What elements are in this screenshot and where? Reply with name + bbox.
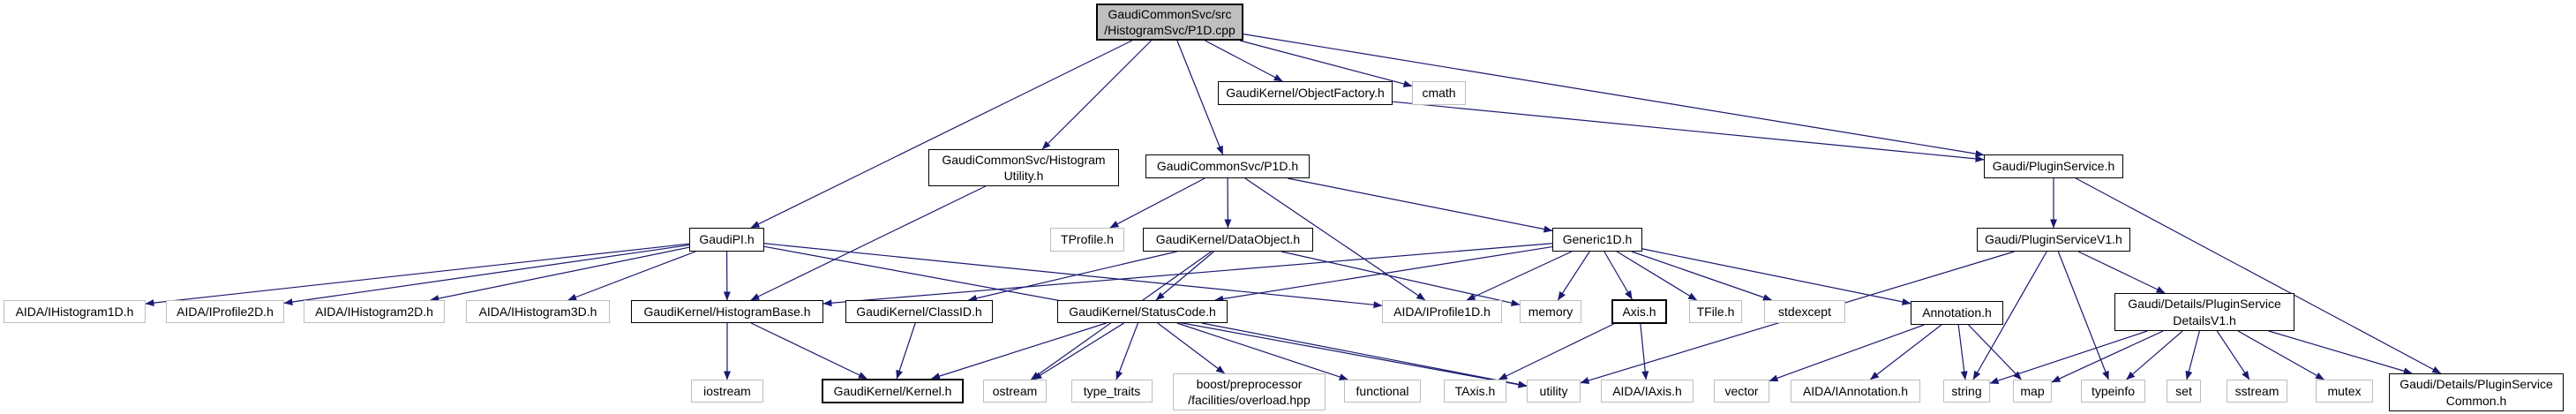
node-pluginservice[interactable]: Gaudi/PluginService.h: [1984, 154, 2123, 178]
edge-gaudipi-to-ihist3d: [567, 251, 696, 301]
node-histbase[interactable]: GaudiKernel/HistogramBase.h: [631, 300, 823, 323]
edge-statuscode-to-kernel: [931, 322, 1107, 380]
node-cmath[interactable]: cmath: [1412, 81, 1466, 105]
node-memory[interactable]: memory: [1520, 300, 1581, 323]
node-gaudipi[interactable]: GaudiPI.h: [689, 228, 764, 252]
edge-annotation-to-vector: [1769, 324, 1925, 382]
node-stdexcept[interactable]: stdexcept: [1764, 300, 1845, 323]
node-root[interactable]: GaudiCommonSvc/src /HistogramSvc/P1D.cpp: [1096, 4, 1243, 41]
edge-gaudipi-to-iprofile2d: [283, 244, 690, 306]
edge-gaudipi-to-ihist2d: [430, 246, 690, 303]
edge-root-to-p1dh: [1176, 40, 1224, 155]
edge-dataobject-to-memory: [1280, 251, 1521, 307]
node-iostream[interactable]: iostream: [691, 380, 763, 403]
node-ihist1d[interactable]: AIDA/IHistogram1D.h: [4, 300, 146, 323]
node-pluginservicev1[interactable]: Gaudi/PluginServiceV1.h: [1977, 228, 2130, 252]
edge-statuscode-to-ostream: [1033, 322, 1124, 380]
edge-pluginservicev1-to-typeinfo: [2057, 251, 2109, 380]
edge-statuscode-to-typetraits: [1115, 322, 1139, 380]
node-classid[interactable]: GaudiKernel/ClassID.h: [845, 300, 993, 323]
edge-detailsv1-to-mutex: [2237, 330, 2324, 380]
edge-pluginservice-to-pscommon: [2075, 177, 2442, 374]
node-iprofile1d[interactable]: AIDA/IProfile1D.h: [1382, 300, 1502, 323]
edge-detailsv1-to-set: [2185, 330, 2200, 380]
edge-annotation-to-map: [1968, 324, 2022, 380]
node-map[interactable]: map: [2013, 380, 2052, 403]
edge-annotation-to-string: [1957, 324, 1968, 380]
node-statuscode[interactable]: GaudiKernel/StatusCode.h: [1057, 300, 1228, 323]
node-annotation[interactable]: Annotation.h: [1911, 301, 2003, 325]
edge-gaudipi-to-iprofile1d: [763, 243, 1383, 309]
node-iannotation[interactable]: AIDA/IAnnotation.h: [1791, 380, 1920, 403]
edge-annotation-to-iannotation: [1869, 324, 1942, 380]
edge-p1dh-to-generic1d: [1288, 177, 1553, 233]
node-taxis[interactable]: TAxis.h: [1444, 380, 1506, 403]
edge-root-to-histutil: [1041, 40, 1152, 150]
edge-root-to-objfactory: [1205, 40, 1283, 82]
node-set[interactable]: set: [2167, 380, 2201, 403]
edge-root-to-cmath: [1239, 40, 1413, 87]
node-boostoverload[interactable]: boost/preprocessor /facilities/overload.…: [1173, 373, 1326, 410]
node-functional[interactable]: functional: [1344, 380, 1421, 403]
edge-histutil-to-histbase: [750, 185, 986, 301]
node-typetraits[interactable]: type_traits: [1071, 380, 1153, 403]
node-utility[interactable]: utility: [1527, 380, 1581, 403]
edge-dataobject-to-statuscode: [1155, 251, 1214, 301]
edge-histbase-to-kernel: [750, 322, 867, 380]
node-vector[interactable]: vector: [1714, 380, 1769, 403]
edge-generic1d-to-statuscode: [1214, 245, 1553, 303]
node-pscommon[interactable]: Gaudi/Details/PluginService Common.h: [2389, 373, 2564, 411]
edge-dataobject-to-classid: [967, 251, 1177, 302]
edge-p1dh-to-iprofile1d: [1244, 177, 1426, 301]
node-typeinfo[interactable]: typeinfo: [2081, 380, 2145, 403]
edge-detailsv1-to-map: [2051, 330, 2164, 383]
node-iaxis[interactable]: AIDA/IAxis.h: [1601, 380, 1694, 403]
edge-pluginservicev1-to-detailsv1: [2077, 251, 2166, 294]
edge-statuscode-to-boostoverload: [1157, 322, 1225, 374]
edge-statuscode-to-utility: [1201, 322, 1528, 388]
node-detailsv1[interactable]: Gaudi/Details/PluginService DetailsV1.h: [2114, 293, 2294, 331]
node-ihist3d[interactable]: AIDA/IHistogram3D.h: [466, 300, 610, 323]
edge-generic1d-to-histbase: [822, 243, 1553, 307]
node-objfactory[interactable]: GaudiKernel/ObjectFactory.h: [1218, 81, 1393, 105]
node-string[interactable]: string: [1943, 380, 1990, 403]
node-ostream[interactable]: ostream: [983, 380, 1047, 403]
node-ihist2d[interactable]: AIDA/IHistogram2D.h: [304, 300, 445, 323]
edge-generic1d-to-iprofile1d: [1466, 251, 1573, 301]
node-iprofile2d[interactable]: AIDA/IProfile2D.h: [166, 300, 284, 323]
edge-axis-to-taxis: [1498, 323, 1614, 380]
node-axis[interactable]: Axis.h: [1611, 299, 1667, 324]
edge-objfactory-to-pluginservice: [1392, 101, 1985, 162]
edge-detailsv1-to-typeinfo: [2126, 330, 2183, 380]
node-generic1d[interactable]: Generic1D.h: [1552, 228, 1642, 252]
edge-generic1d-to-memory: [1557, 251, 1590, 301]
edge-detailsv1-to-string: [1989, 330, 2148, 385]
edge-classid-to-kernel: [896, 322, 916, 380]
edge-detailsv1-to-pscommon: [2268, 330, 2413, 375]
node-tfile[interactable]: TFile.h: [1689, 300, 1742, 323]
node-p1dh[interactable]: GaudiCommonSvc/P1D.h: [1145, 154, 1310, 178]
node-dataobject[interactable]: GaudiKernel/DataObject.h: [1143, 228, 1313, 252]
edge-gaudipi-to-ihist1d: [145, 243, 690, 307]
node-mutex[interactable]: mutex: [2316, 380, 2373, 403]
edge-generic1d-to-annotation: [1641, 248, 1911, 305]
node-tprofile[interactable]: TProfile.h: [1050, 228, 1124, 252]
edge-root-to-gaudipi: [750, 40, 1132, 229]
edge-axis-to-iaxis: [1640, 323, 1649, 380]
edge-generic1d-to-axis: [1603, 251, 1633, 300]
node-sstream[interactable]: sstream: [2227, 380, 2287, 403]
node-histutil[interactable]: GaudiCommonSvc/Histogram Utility.h: [928, 149, 1119, 186]
edge-root-to-pluginservice: [1243, 34, 1985, 158]
edge-p1dh-to-tprofile: [1109, 177, 1205, 229]
edge-detailsv1-to-sstream: [2216, 330, 2250, 380]
edge-generic1d-to-tfile: [1616, 251, 1698, 301]
edge-generic1d-to-stdexcept: [1631, 251, 1772, 301]
edge-statuscode-to-functional: [1176, 322, 1348, 380]
edge-pluginservicev1-to-string: [1972, 251, 2047, 380]
node-kernel[interactable]: GaudiKernel/Kernel.h: [822, 379, 964, 403]
